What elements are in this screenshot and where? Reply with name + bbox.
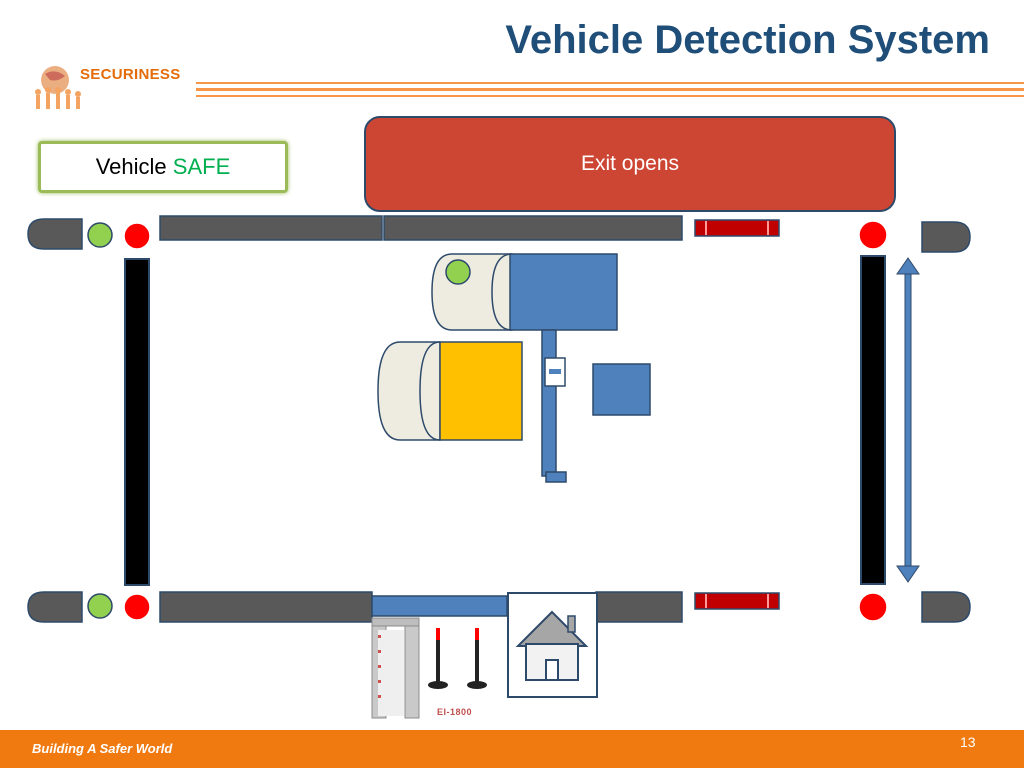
header-divider bbox=[196, 82, 1024, 84]
right-post-bottom bbox=[921, 591, 971, 623]
vehicle-blue bbox=[431, 253, 618, 331]
top-barrier-right bbox=[383, 215, 683, 241]
model-label: EI-1800 bbox=[437, 707, 473, 717]
stanchion-sensor-left bbox=[428, 628, 448, 689]
traffic-light-red-bottom-left bbox=[123, 593, 151, 621]
right-wall bbox=[860, 255, 886, 585]
bottom-barrier-center bbox=[371, 595, 508, 617]
left-post-bottom bbox=[27, 591, 83, 623]
top-barrier-left bbox=[159, 215, 383, 241]
scanner-pole bbox=[541, 329, 567, 483]
walk-through-metal-detector-icon bbox=[371, 617, 420, 719]
globe-logo-icon bbox=[35, 66, 81, 109]
logo-text: SECURINESS bbox=[80, 66, 181, 83]
header-divider bbox=[196, 88, 1024, 91]
footer-bar bbox=[0, 730, 1024, 768]
house-icon bbox=[515, 610, 589, 681]
vehicle-yellow bbox=[377, 341, 523, 441]
bottom-alarm-strip bbox=[694, 592, 780, 610]
double-arrow-icon bbox=[896, 257, 920, 583]
bottom-barrier-right bbox=[595, 591, 683, 623]
logo bbox=[28, 58, 88, 118]
traffic-light-green-top bbox=[87, 222, 113, 248]
traffic-light-green-bottom bbox=[87, 593, 113, 619]
traffic-light-red-bottom-right bbox=[858, 592, 888, 622]
status-label: Vehicle bbox=[95, 154, 167, 179]
exit-banner: Exit opens bbox=[364, 116, 896, 212]
site-diagram bbox=[27, 215, 971, 719]
vehicle-status-box: Vehicle SAFE bbox=[38, 141, 288, 193]
traffic-light-red-top-right bbox=[858, 220, 888, 250]
control-box bbox=[592, 363, 651, 416]
bottom-barrier-left bbox=[159, 591, 373, 623]
traffic-light-red-top-left bbox=[123, 222, 151, 250]
status-value: SAFE bbox=[172, 154, 231, 179]
left-post-top bbox=[27, 218, 83, 250]
slide-title: Vehicle Detection System bbox=[505, 18, 990, 62]
top-alarm-strip bbox=[694, 219, 780, 237]
footer-tagline: Building A Safer World bbox=[32, 741, 173, 756]
header-divider bbox=[196, 95, 1024, 97]
stanchion-sensor-right bbox=[467, 628, 487, 689]
page-number: 13 bbox=[960, 734, 976, 750]
left-wall bbox=[124, 258, 150, 586]
right-post-top bbox=[921, 221, 971, 253]
